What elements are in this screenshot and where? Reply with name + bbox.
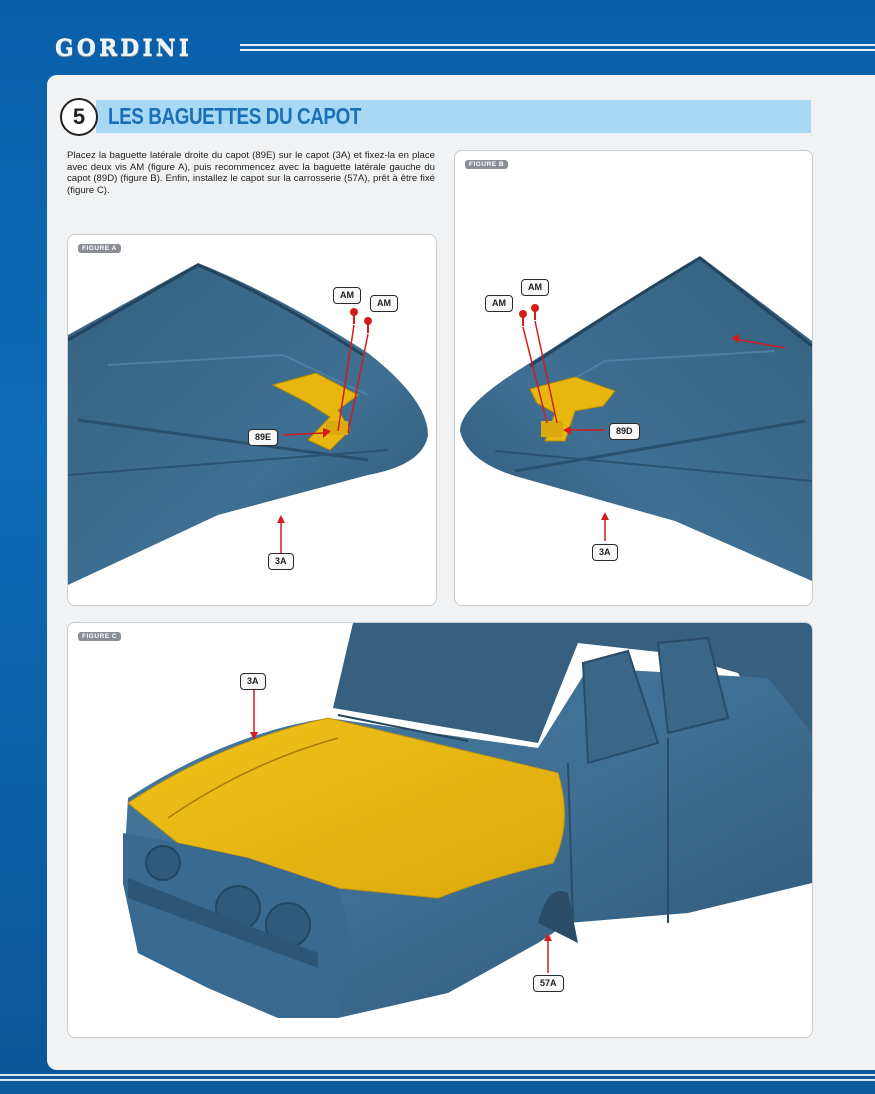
footer-rule xyxy=(0,1074,875,1076)
step-number: 5 xyxy=(60,98,98,136)
callout-57a: 57A xyxy=(533,975,564,992)
figure-c-illustration xyxy=(123,623,812,1018)
header-rule xyxy=(240,49,875,51)
callout-am-2: AM xyxy=(370,295,398,312)
callout-89e: 89E xyxy=(248,429,279,446)
instructions-text: Placez la baguette latérale droite du ca… xyxy=(67,150,435,196)
brand-header: GORDINI xyxy=(0,0,875,75)
callout-3a: 3A xyxy=(592,544,618,561)
figure-a-illustration xyxy=(68,263,428,585)
callout-am-1: AM xyxy=(333,287,361,304)
figure-b-tag: FIGURE B xyxy=(465,160,509,169)
figure-a: FIGURE A AM AM 89E xyxy=(67,234,437,606)
step-title-band xyxy=(96,100,811,133)
figure-a-tag: FIGURE A xyxy=(78,244,121,253)
footer-bar xyxy=(0,1072,875,1094)
callout-am-1: AM xyxy=(485,295,513,312)
header-rule xyxy=(240,44,875,46)
callout-am-2: AM xyxy=(521,279,549,296)
figure-b: FIGURE B AM AM 89D xyxy=(454,150,813,606)
gordini-logo: GORDINI xyxy=(55,36,193,62)
figure-c: FIGURE C xyxy=(67,622,813,1038)
step-title: LES BAGUETTES DU CAPOT xyxy=(108,103,361,129)
figure-b-illustration xyxy=(460,256,812,581)
callout-3a: 3A xyxy=(268,553,294,570)
callout-89d: 89D xyxy=(609,423,640,440)
footer-rule xyxy=(0,1079,875,1081)
figure-c-tag: FIGURE C xyxy=(78,632,122,641)
callout-3a: 3A xyxy=(240,673,266,690)
